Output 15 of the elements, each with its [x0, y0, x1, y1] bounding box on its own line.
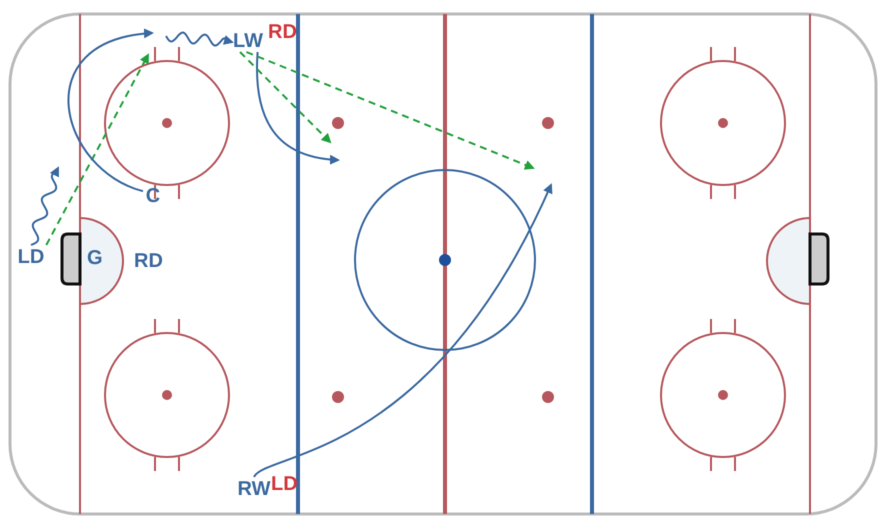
skating-arrow: [165, 31, 234, 47]
pass-arrow: [239, 51, 332, 144]
skating-arrow: [253, 183, 552, 478]
player-label: G: [87, 248, 103, 268]
player-label: C: [143, 184, 163, 208]
alternate-player-label: RD: [268, 22, 297, 42]
player-label: LD: [14, 245, 48, 269]
player-label: RW: [236, 477, 272, 501]
player-label: RD: [134, 251, 163, 271]
skating-arrow: [30, 166, 59, 246]
skating-arrow: [256, 52, 340, 164]
player-label: LW: [232, 30, 264, 52]
pass-arrow: [246, 51, 535, 170]
skating-arrow: [68, 29, 154, 192]
pass-arrow: [45, 53, 149, 246]
